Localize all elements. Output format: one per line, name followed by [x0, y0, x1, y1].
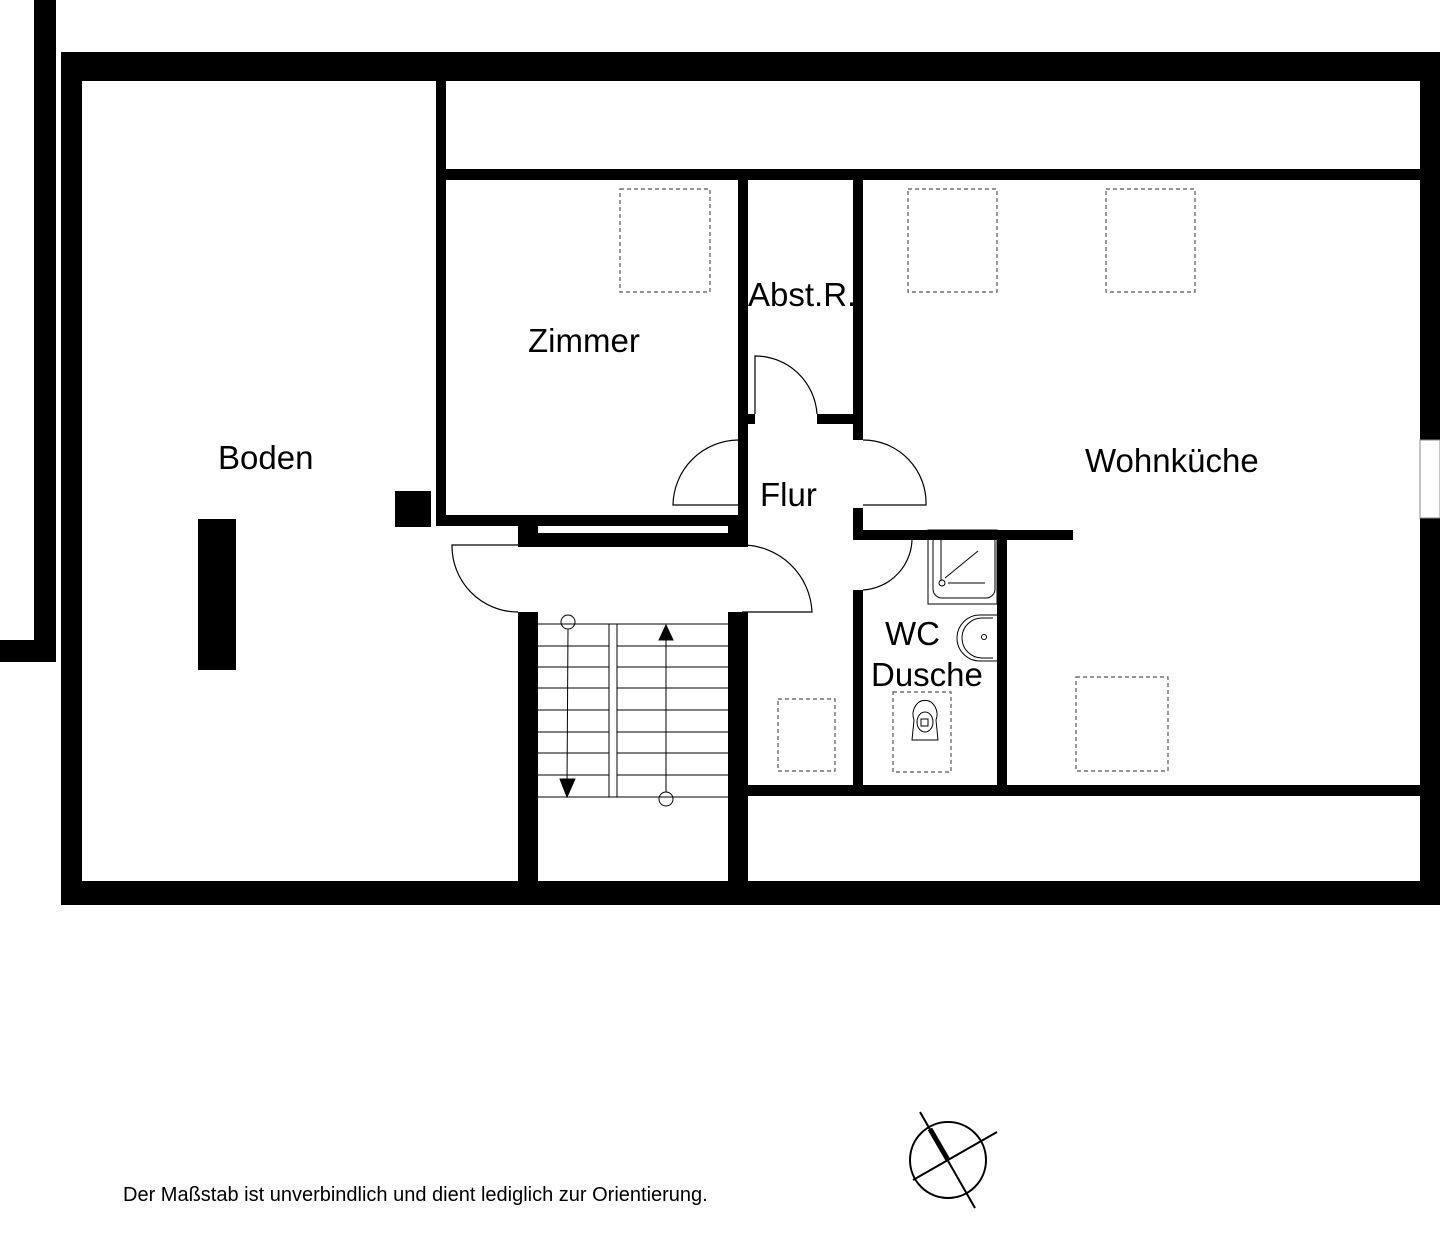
- room-label-wohnkueche: Wohnküche: [1085, 442, 1259, 479]
- room-label-wc: WC: [885, 615, 940, 652]
- neighbor-wall: [0, 0, 56, 662]
- room-label-flur: Flur: [760, 476, 817, 513]
- staircase: [538, 614, 728, 807]
- room-label-boden: Boden: [218, 439, 313, 476]
- room-label-abstellraum: Abst.R.: [748, 276, 856, 313]
- room-label-zimmer: Zimmer: [528, 322, 640, 359]
- door-swings: [451, 355, 927, 613]
- shower-tray: [927, 529, 998, 605]
- outer-walls: [61, 52, 1440, 905]
- washbasin: [956, 614, 997, 662]
- skylights: [619, 188, 1196, 773]
- toilet: [911, 699, 939, 741]
- room-label-dusche: Dusche: [871, 656, 983, 693]
- scale-disclaimer: Der Maßstab ist unverbindlich und dient …: [123, 1184, 708, 1206]
- compass-icon: [909, 1111, 998, 1209]
- interior-walls: [198, 81, 1420, 882]
- window: [1419, 439, 1440, 519]
